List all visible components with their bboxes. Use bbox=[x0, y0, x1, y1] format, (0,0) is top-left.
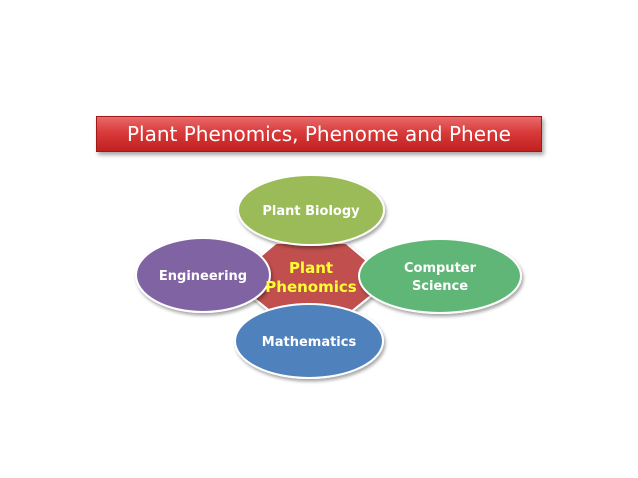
plant-biology-label: Plant Biology bbox=[262, 204, 360, 219]
plant-biology-node bbox=[237, 174, 385, 246]
center-label-line2: Phenomics bbox=[265, 278, 356, 296]
mathematics-label: Mathematics bbox=[262, 335, 357, 350]
mathematics-node bbox=[234, 303, 384, 379]
center-label-line1: Plant bbox=[289, 259, 333, 277]
diagram-title: Plant Phenomics, Phenome and Phene bbox=[96, 116, 542, 152]
computer-science-label-line1: Computer bbox=[404, 261, 477, 276]
computer-science-label-line2: Science bbox=[412, 279, 468, 294]
engineering-node bbox=[135, 237, 271, 313]
engineering-label: Engineering bbox=[159, 269, 247, 284]
computer-science-node bbox=[358, 238, 522, 314]
